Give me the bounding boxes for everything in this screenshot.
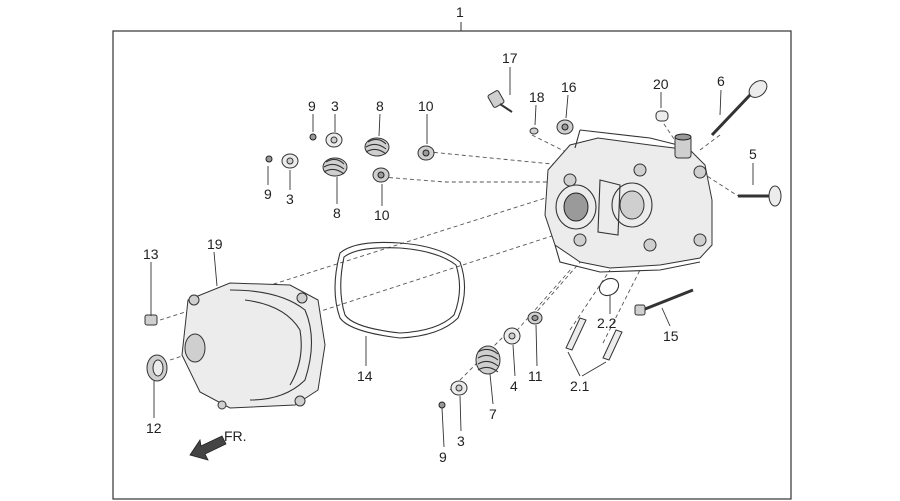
label-20: 20 [653, 76, 669, 92]
cotter-9-upper [309, 133, 317, 141]
label-6: 6 [717, 73, 725, 89]
label-3-upper: 3 [331, 98, 339, 114]
seal-11 [527, 311, 543, 325]
seat-4 [503, 327, 521, 345]
label-9-bottom: 9 [439, 449, 447, 465]
label-9-upper: 9 [308, 98, 316, 114]
retainer-3-bottom [450, 380, 468, 396]
label-3-bottom: 3 [457, 433, 465, 449]
label-9-lower: 9 [264, 186, 272, 202]
seal-10-lower [372, 167, 390, 183]
diagram-frame [112, 30, 792, 500]
label-3-lower: 3 [286, 191, 294, 207]
direction-label: FR. [224, 428, 247, 444]
retainer-3-lower [281, 153, 299, 169]
nut-16 [556, 119, 574, 135]
label-7: 7 [489, 406, 497, 422]
label-2-2: 2.2 [597, 315, 617, 331]
washer-18 [529, 127, 539, 135]
label-10-upper: 10 [418, 98, 434, 114]
cover-gasket [334, 241, 466, 339]
label-14: 14 [357, 368, 373, 384]
cylinder-head-cover [181, 282, 326, 410]
label-15: 15 [663, 328, 679, 344]
label-17: 17 [502, 50, 518, 66]
leader-lines [150, 67, 754, 448]
label-18: 18 [529, 89, 545, 105]
label-2-1: 2.1 [570, 378, 590, 394]
label-19: 19 [207, 236, 223, 252]
o-ring [598, 277, 620, 297]
cylinder-head [544, 129, 713, 273]
spring-8-upper [364, 137, 390, 157]
bolt-13 [144, 314, 158, 326]
label-8-lower: 8 [333, 205, 341, 221]
front-direction: FR. [189, 428, 247, 461]
dowel-pins [565, 317, 623, 361]
cotter-9-lower [265, 155, 273, 163]
label-8-upper: 8 [376, 98, 384, 114]
stud-bolt [634, 288, 694, 316]
intake-valve [738, 185, 782, 207]
part-labels: 17 18 16 20 6 5 9 3 8 10 9 3 8 10 13 19 … [143, 50, 757, 465]
oil-seal-12 [146, 354, 168, 382]
arrow-left-icon [189, 435, 227, 461]
label-13: 13 [143, 246, 159, 262]
label-12: 12 [146, 420, 162, 436]
label-main: 1 [456, 4, 464, 20]
bolt-17 [487, 90, 513, 113]
cotter-9-bottom [438, 401, 446, 409]
retainer-3-upper [325, 132, 343, 148]
label-5: 5 [749, 146, 757, 162]
label-4: 4 [510, 378, 518, 394]
label-11: 11 [528, 368, 543, 384]
label-10-lower: 10 [374, 207, 390, 223]
seal-10-upper [417, 145, 435, 161]
spring-8-lower [322, 157, 348, 177]
label-16: 16 [561, 79, 577, 95]
spring-7 [475, 345, 501, 375]
exhaust-valve [710, 80, 768, 137]
pin-20 [655, 110, 669, 122]
